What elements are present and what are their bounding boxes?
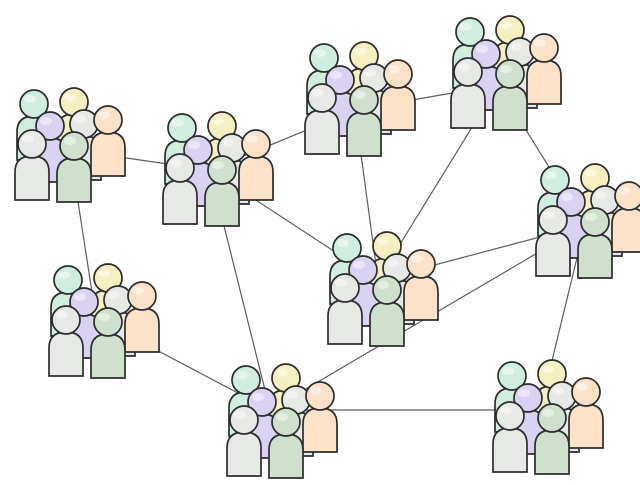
people-group-icon (535, 163, 640, 279)
people-group-icon (14, 87, 126, 203)
person-icon (204, 155, 240, 227)
person-icon (346, 85, 382, 157)
person-icon (568, 377, 604, 449)
person-icon (534, 403, 570, 475)
person-icon (90, 307, 126, 379)
person-icon (526, 33, 562, 105)
person-icon (380, 59, 416, 131)
people-group-icon (327, 231, 439, 347)
people-group-icon (304, 41, 416, 157)
person-icon (238, 129, 274, 201)
person-icon (492, 59, 528, 131)
people-group-icon (450, 15, 562, 131)
person-icon (492, 401, 528, 473)
person-icon (268, 407, 304, 479)
person-icon (403, 249, 439, 321)
person-icon (14, 129, 50, 201)
nodes (14, 15, 640, 479)
person-icon (535, 205, 571, 277)
people-group-icon (492, 359, 604, 475)
person-icon (304, 83, 340, 155)
person-icon (48, 305, 84, 377)
person-icon (90, 105, 126, 177)
person-icon (56, 131, 92, 203)
person-icon (577, 207, 613, 279)
person-icon (226, 405, 262, 477)
person-icon (302, 381, 338, 453)
people-group-icon (162, 111, 274, 227)
people-group-icon (48, 263, 160, 379)
person-icon (124, 281, 160, 353)
people-group-icon (226, 363, 338, 479)
person-icon (369, 275, 405, 347)
person-icon (611, 181, 640, 253)
person-icon (327, 273, 363, 345)
person-icon (162, 153, 198, 225)
person-icon (450, 57, 486, 129)
